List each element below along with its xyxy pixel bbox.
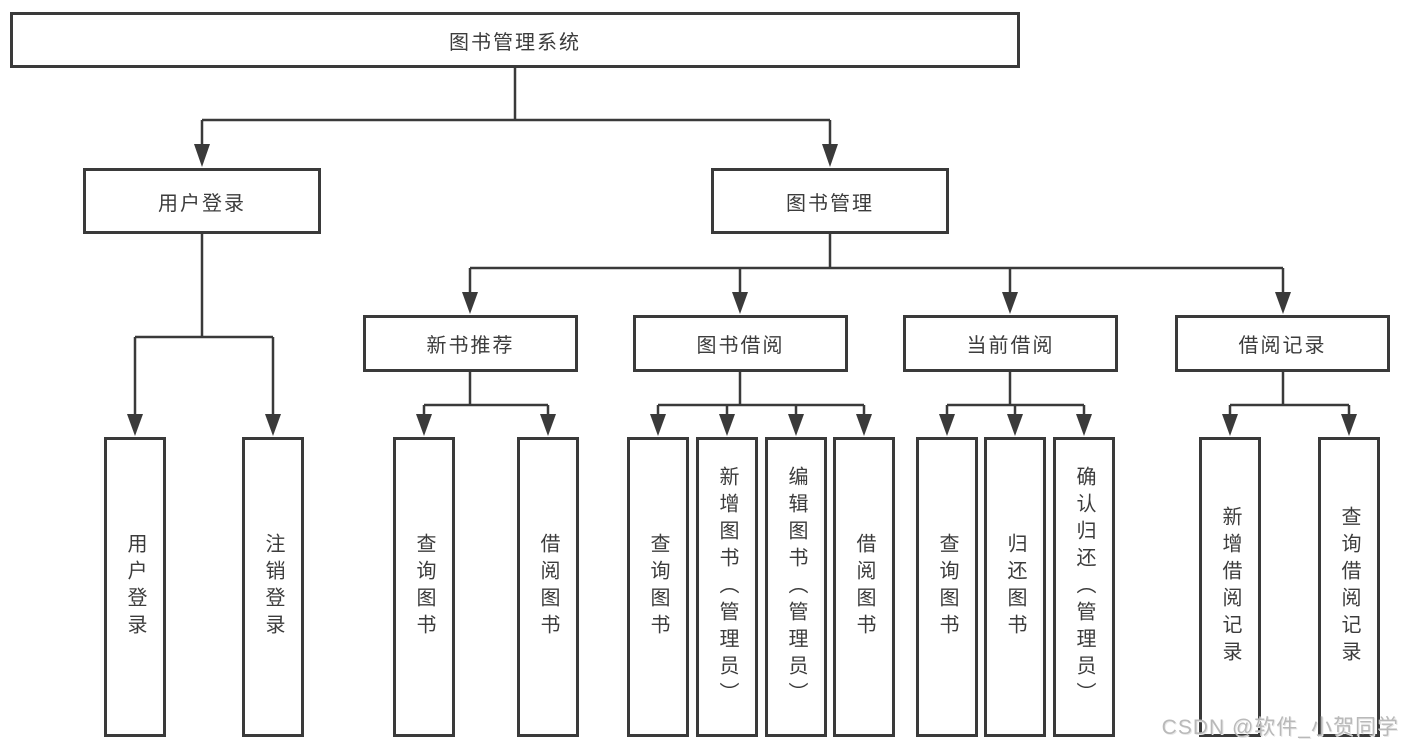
leaf-query-borrow-record: 查询借阅记录 (1318, 437, 1380, 737)
node-borrow-records: 借阅记录 (1175, 315, 1390, 372)
leaf-query-books-recommend: 查询图书 (393, 437, 455, 737)
leaf-logout: 注销登录 (242, 437, 304, 737)
leaf-edit-books-admin: 编辑图书（管理员） (765, 437, 827, 737)
node-root-library-system: 图书管理系统 (10, 12, 1020, 68)
leaf-borrow-books-recommend: 借阅图书 (517, 437, 579, 737)
connector-book-mgmt-to-level3 (468, 234, 1285, 294)
node-book-management: 图书管理 (711, 168, 949, 234)
node-user-login: 用户登录 (83, 168, 321, 234)
node-book-borrow: 图书借阅 (633, 315, 848, 372)
watermark: CSDN @软件_小贺同学 (1161, 716, 1399, 739)
leaf-query-books-borrow: 查询图书 (627, 437, 689, 737)
leaf-add-books-admin: 新增图书（管理员） (696, 437, 758, 737)
leaf-user-login: 用户登录 (104, 437, 166, 737)
connector-book-borrow-to-leaves (656, 372, 866, 416)
connector-root-to-level2 (200, 68, 832, 146)
connector-current-borrow-to-leaves (945, 372, 1086, 416)
leaf-return-books: 归还图书 (984, 437, 1046, 737)
leaf-borrow-books: 借阅图书 (833, 437, 895, 737)
connector-new-book-to-leaves (422, 372, 550, 416)
node-new-book-recommend: 新书推荐 (363, 315, 578, 372)
connector-user-login-to-leaves (133, 234, 275, 416)
leaf-confirm-return-admin: 确认归还（管理员） (1053, 437, 1115, 737)
node-current-borrow: 当前借阅 (903, 315, 1118, 372)
leaf-query-books-current: 查询图书 (916, 437, 978, 737)
arrowheads (127, 144, 1357, 436)
connector-borrow-records-to-leaves (1228, 372, 1351, 416)
leaf-add-borrow-record: 新增借阅记录 (1199, 437, 1261, 737)
